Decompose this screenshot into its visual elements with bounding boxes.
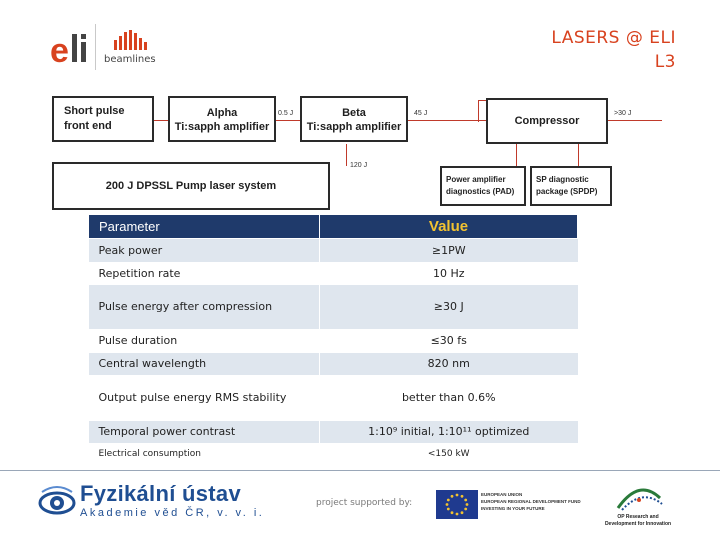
- short-pulse-front-end: Short pulse front end: [52, 96, 154, 142]
- energy-label-beta: 45 J: [414, 110, 428, 117]
- beta-sub: Ti:sapph amplifier: [306, 121, 402, 133]
- slide-title: LASERS @ ELI L3: [476, 26, 676, 74]
- table-row: Central wavelength 820 nm: [88, 352, 578, 375]
- param-cell: Pulse duration: [88, 328, 320, 353]
- energy-label-alpha: 0.5 J: [278, 110, 294, 117]
- pad-box: Power amplifier diagnostics (PAD): [440, 166, 526, 206]
- value-cell: ≤30 fs: [319, 328, 578, 353]
- arrow-beta-compressor: [408, 120, 486, 121]
- param-cell: Peak power: [88, 238, 320, 262]
- value-cell: 1:10⁹ initial, 1:10¹¹ optimized: [319, 420, 578, 443]
- table-header-row: Parameter Value: [88, 214, 578, 239]
- param-cell: Electrical consumption: [88, 442, 320, 465]
- spdp-box: SP diagnostic package (SPDP): [530, 166, 612, 206]
- line-pad-branch: [478, 100, 479, 122]
- op-research-logo-icon: [616, 488, 663, 511]
- value-cell: 10 Hz: [319, 261, 578, 285]
- project-supported-text: project supported by:: [316, 498, 413, 508]
- beta-label: Beta: [342, 107, 366, 119]
- beamlines-logo-icon: [114, 30, 147, 50]
- param-cell: Temporal power contrast: [88, 420, 320, 443]
- spdp-label: SP diagnostic: [536, 175, 589, 184]
- parameter-table: Parameter Value Peak power ≥1PW Repetiti…: [88, 214, 578, 465]
- laser-system-diagram: Short pulse front end Alpha Ti:sapph amp…: [48, 94, 664, 212]
- value-cell: 820 nm: [319, 352, 578, 375]
- op-line-2: Development for Innovation: [604, 521, 672, 527]
- arrow-pump-beta: [346, 144, 347, 166]
- alpha-sub: Ti:sapph amplifier: [174, 121, 270, 133]
- value-cell: <150 kW: [319, 442, 578, 465]
- table-row: Output pulse energy RMS stability better…: [88, 374, 578, 421]
- energy-label-pump: 120 J: [350, 162, 368, 169]
- pump-laser-box: 200 J DPSSL Pump laser system: [52, 162, 330, 210]
- value-cell: better than 0.6%: [319, 374, 578, 421]
- pad-sub: diagnostics (PAD): [446, 187, 515, 196]
- param-cell: Output pulse energy RMS stability: [88, 374, 320, 421]
- fyzikalni-ustav-subtitle: Akademie věd ČR, v. v. i.: [80, 507, 265, 519]
- table-row: Repetition rate 10 Hz: [88, 261, 578, 285]
- title-line-2: L3: [654, 52, 676, 72]
- compressor-box: Compressor: [486, 98, 608, 144]
- header-value: Value: [319, 214, 578, 239]
- fyzikalni-ustav-logo-icon: [38, 486, 76, 515]
- pad-label: Power amplifier: [446, 175, 506, 184]
- eu-line-2: EUROPEAN REGIONAL DEVELOPMENT FUND: [481, 499, 581, 504]
- eu-flag-icon: [436, 490, 478, 519]
- table-row: Electrical consumption <150 kW: [88, 442, 578, 465]
- beta-amplifier: Beta Ti:sapph amplifier: [300, 96, 408, 142]
- eu-line-1: EUROPEAN UNION: [481, 492, 523, 497]
- alpha-label: Alpha: [206, 107, 238, 119]
- value-cell: ≥30 J: [319, 284, 578, 329]
- fyzikalni-ustav-title: Fyzikální ústav: [80, 481, 242, 506]
- svg-text:e: e: [50, 32, 69, 70]
- beamlines-text: beamlines: [104, 54, 156, 65]
- op-research-text: OP Research and Development for Innovati…: [596, 514, 680, 528]
- arrow-alpha-beta: [274, 120, 300, 121]
- table-row: Pulse energy after compression ≥30 J: [88, 284, 578, 329]
- table-row: Temporal power contrast 1:10⁹ initial, 1…: [88, 420, 578, 443]
- param-cell: Central wavelength: [88, 352, 320, 375]
- arrow-frontend-alpha: [154, 120, 170, 121]
- eu-text: EUROPEAN UNION EUROPEAN REGIONAL DEVELOP…: [481, 491, 591, 512]
- table-row: Peak power ≥1PW: [88, 238, 578, 262]
- header-parameter: Parameter: [88, 214, 320, 239]
- arrow-compressor-spdp: [578, 144, 579, 166]
- spdp-sub: package (SPDP): [536, 187, 598, 196]
- title-line-1: LASERS @ ELI: [551, 28, 676, 48]
- arrow-output: [608, 120, 662, 121]
- footer-divider: [0, 470, 720, 471]
- logo-divider: [95, 24, 96, 70]
- energy-label-output: >30 J: [614, 110, 632, 117]
- line-branch-top: [478, 100, 486, 101]
- eu-line-3: INVESTING IN YOUR FUTURE: [481, 506, 545, 511]
- param-cell: Repetition rate: [88, 261, 320, 285]
- table-row: Pulse duration ≤30 fs: [88, 328, 578, 353]
- alpha-amplifier: Alpha Ti:sapph amplifier: [168, 96, 276, 142]
- op-line-1: OP Research and: [617, 514, 659, 520]
- arrow-compressor-pad: [516, 144, 517, 166]
- value-cell: ≥1PW: [319, 238, 578, 262]
- eli-logo: e: [50, 32, 86, 70]
- param-cell: Pulse energy after compression: [88, 284, 320, 329]
